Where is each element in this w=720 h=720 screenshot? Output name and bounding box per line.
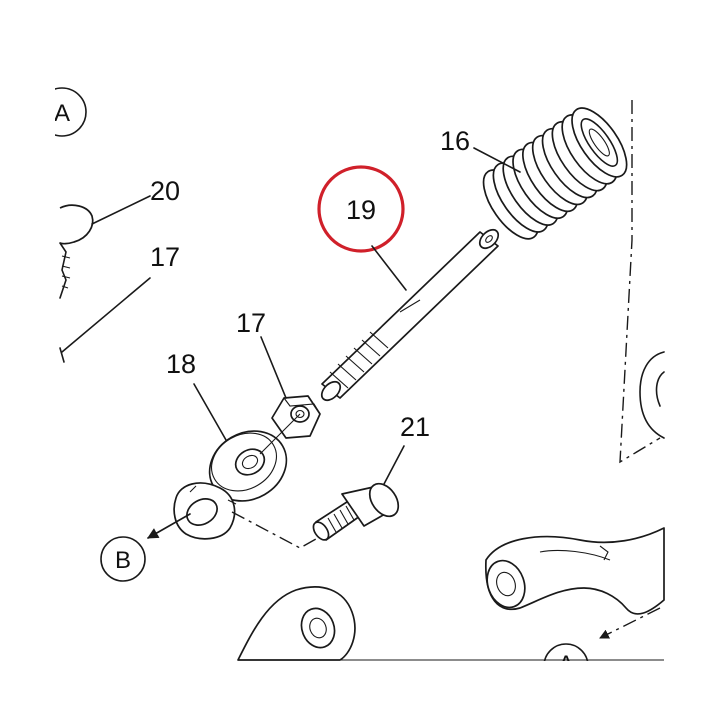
ref-a-bottom: A xyxy=(530,607,661,702)
callout-16: 16 xyxy=(440,126,470,156)
ref-a-top: A xyxy=(0,80,87,150)
part-19-rod xyxy=(320,228,500,402)
part-18-washer: 18 xyxy=(166,349,301,502)
leader-17-nut xyxy=(260,336,287,399)
callout-21: 21 xyxy=(400,412,430,442)
leader-20 xyxy=(91,195,151,225)
highlight-circle xyxy=(317,165,405,253)
leader-21 xyxy=(383,445,405,485)
part-20-screw: 20 xyxy=(59,176,180,299)
lever-arm xyxy=(485,527,665,615)
leader-16 xyxy=(473,147,521,173)
bottom-bracket xyxy=(237,586,664,661)
ref-b-label: B xyxy=(115,547,131,574)
callout-18: 18 xyxy=(166,349,196,379)
part-16-spring: 16 xyxy=(440,107,628,240)
callout-19: 19 xyxy=(346,195,376,225)
leader-17-top xyxy=(61,277,151,353)
centerline-right xyxy=(619,100,661,464)
eye-fitting xyxy=(173,482,237,540)
right-bracket xyxy=(639,351,665,439)
part-17-top: 17 xyxy=(59,242,180,363)
leader-18 xyxy=(193,383,227,441)
ref-b: B xyxy=(100,513,191,582)
callout-17-top: 17 xyxy=(150,242,180,272)
callout-17-nut: 17 xyxy=(236,308,266,338)
part-21-bolt: 21 xyxy=(312,412,430,541)
leader-19 xyxy=(371,245,407,291)
callout-19-highlight: 19 xyxy=(317,165,407,291)
ref-a-top-label: A xyxy=(54,100,70,127)
callout-20: 20 xyxy=(150,176,180,206)
part-17-nut: 17 xyxy=(236,308,321,439)
